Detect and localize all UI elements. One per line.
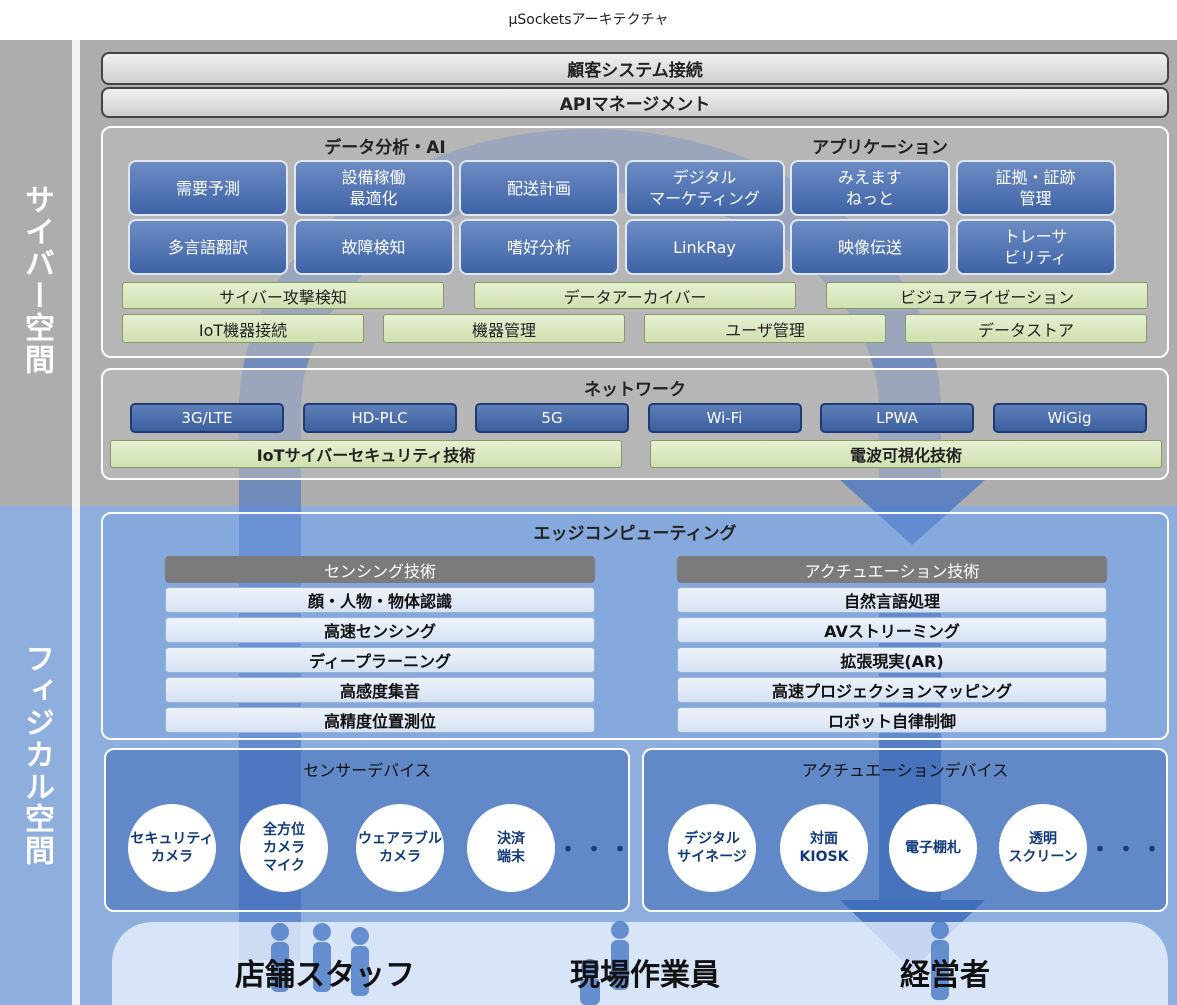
platform-box: データアーカイバー (474, 282, 796, 309)
actuation-device-circle: 電子棚札 (889, 804, 977, 892)
actuation-device-circle: デジタル サイネージ (668, 804, 756, 892)
network-header: ネットワーク (584, 379, 686, 400)
data-analysis-ai-header: データ分析・AI (324, 137, 446, 158)
network-tech-box: IoTサイバーセキュリティ技術 (110, 440, 622, 468)
sensor-device-circle: 決済 端末 (467, 804, 555, 892)
edge-computing-header: エッジコンピューティング (533, 523, 737, 544)
app-box: LinkRay (624, 219, 785, 275)
more-sensors-ellipsis: ・・・ (557, 838, 636, 863)
app-box: 多言語翻訳 (128, 219, 288, 275)
customer-system-connection-bar: 顧客システム接続 (101, 52, 1169, 85)
app-box: 証拠・証跡 管理 (955, 160, 1116, 216)
sensing-tech-item: 高感度集音 (165, 677, 595, 703)
actuation-tech-item: 高速プロジェクションマッピング (677, 677, 1107, 703)
more-actuators-ellipsis: ・・・ (1089, 838, 1168, 863)
network-item: WiGig (992, 403, 1147, 433)
actuation-tech-header: アクチュエーション技術 (677, 556, 1107, 583)
network-item: HD-PLC (302, 403, 457, 433)
app-box: デジタル マーケティング (624, 160, 785, 216)
network-item: 5G (475, 403, 629, 433)
physical-space-label: フィジカル空間 (19, 643, 54, 867)
platform-box: サイバー攻撃検知 (122, 282, 444, 309)
actuation-tech-item: 拡張現実(AR) (677, 647, 1107, 673)
api-management-bar: APIマネージメント (101, 87, 1169, 118)
app-box: 故障検知 (293, 219, 454, 275)
network-item: 3G/LTE (130, 403, 284, 433)
actuation-device-header: アクチュエーションデバイス (801, 761, 1009, 780)
app-box: みえます ねっと (790, 160, 950, 216)
app-box: 映像伝送 (790, 219, 950, 275)
sensing-tech-item: 高精度位置測位 (165, 707, 595, 733)
sensor-device-circle: 全方位 カメラ マイク (240, 804, 328, 892)
application-header: アプリケーション (812, 137, 948, 158)
sensor-device-circle: ウェアラブル カメラ (356, 804, 444, 892)
network-item: LPWA (820, 403, 974, 433)
platform-box: ビジュアライゼーション (826, 282, 1148, 309)
platform-box: 機器管理 (383, 314, 625, 343)
platform-box: ユーザ管理 (644, 314, 886, 343)
role-manager: 経営者 (900, 958, 990, 993)
role-store-staff: 店舗スタッフ (235, 958, 415, 993)
sensor-device-header: センサーデバイス (303, 761, 431, 780)
actuation-tech-item: ロボット自律制御 (677, 707, 1107, 733)
platform-box: IoT機器接続 (122, 314, 364, 343)
app-box: 配送計画 (459, 160, 619, 216)
sensing-tech-item: ディープラーニング (165, 647, 595, 673)
platform-box: データストア (905, 314, 1147, 343)
sensing-tech-item: 高速センシング (165, 617, 595, 643)
side-divider (72, 40, 80, 1005)
people-silhouettes-icon (271, 921, 949, 1005)
diagram-title: μSocketsアーキテクチャ (508, 12, 669, 28)
app-box: 需要予測 (128, 160, 288, 216)
network-tech-box: 電波可視化技術 (650, 440, 1162, 468)
actuation-device-circle: 透明 スクリーン (999, 804, 1087, 892)
actuation-tech-item: 自然言語処理 (677, 587, 1107, 613)
app-box: 設備稼働 最適化 (293, 160, 454, 216)
sensing-tech-item: 顔・人物・物体認識 (165, 587, 595, 613)
sensor-device-circle: セキュリティ カメラ (128, 804, 216, 892)
role-field-worker: 現場作業員 (570, 958, 720, 993)
app-box: トレーサ ビリティ (955, 219, 1116, 275)
actuation-device-circle: 対面 KIOSK (780, 804, 868, 892)
sensing-tech-header: センシング技術 (165, 556, 595, 583)
actuation-tech-item: AVストリーミング (677, 617, 1107, 643)
network-item: Wi-Fi (647, 403, 802, 433)
app-box: 嗜好分析 (459, 219, 619, 275)
cyber-space-label: サイバー空間 (19, 184, 54, 376)
